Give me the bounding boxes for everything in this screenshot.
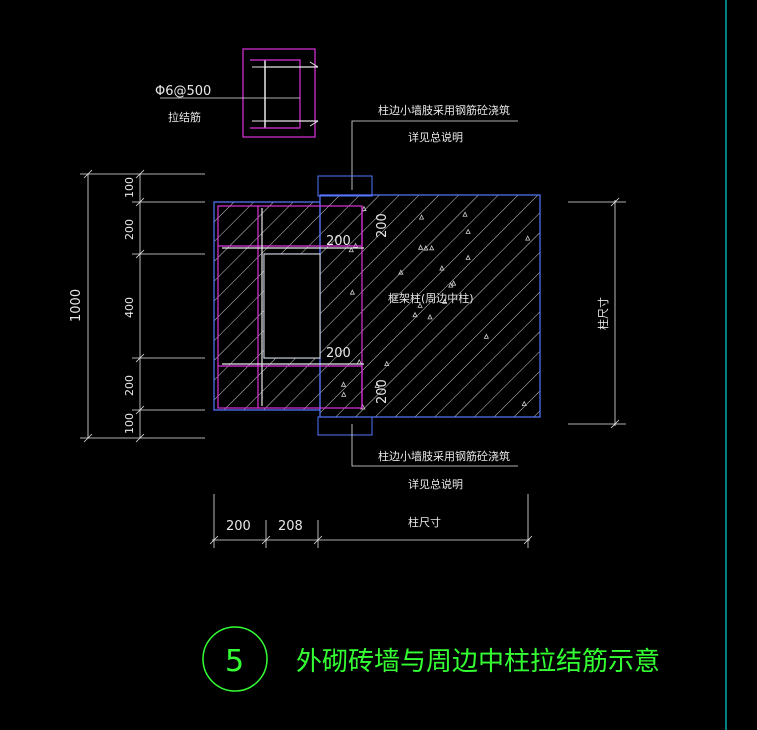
aggregate-mark [462, 211, 468, 217]
left-dim-seg-2: 200 [123, 219, 136, 240]
tie-bar-detail [160, 48, 319, 138]
note-top-leader [351, 120, 518, 190]
frame-column [319, 194, 541, 418]
aggregate-mark [348, 246, 354, 253]
right-dimension-lines [568, 197, 626, 429]
aggregate-mark [442, 298, 448, 304]
aggregate-mark [341, 391, 347, 397]
left-dimension-lines [80, 169, 205, 443]
inner-dim-200-b: 200 [326, 346, 351, 361]
note-bottom-line1: 柱边小墙肢采用钢筋砼浇筑 [378, 449, 510, 463]
column-collar-bottom [317, 416, 373, 436]
aggregate-mark [417, 244, 424, 250]
title-number: 5 [225, 644, 244, 679]
aggregate-mark [412, 311, 418, 318]
wall-rebar [217, 205, 363, 409]
title-number-circle [202, 626, 268, 692]
column-collar-top [317, 175, 373, 197]
aggregate-mark [465, 254, 471, 260]
left-dim-seg-1: 100 [123, 177, 136, 198]
column-label: 框架柱(周边中柱) [388, 291, 474, 305]
inner-dim-200-d: 200 [375, 379, 390, 404]
tie-name-label: 拉结筋 [168, 110, 201, 124]
aggregate-mark [439, 265, 445, 271]
aggregate-mark [465, 228, 471, 234]
aggregate-mark [423, 245, 429, 251]
aggregate-mark [340, 381, 347, 387]
inner-dim-200-a: 200 [326, 234, 351, 249]
aggregate-mark [427, 313, 433, 320]
bottom-dim-column-size: 柱尺寸 [408, 515, 441, 529]
aggregate-mark [349, 289, 356, 295]
note-bottom-line2: 详见总说明 [408, 477, 463, 491]
aggregate-mark [483, 333, 490, 339]
left-dim-seg-4: 200 [123, 375, 136, 396]
aggregate-mark [361, 205, 367, 212]
bottom-dim-seg-2: 208 [278, 519, 303, 534]
aggregate-mark [417, 302, 423, 308]
aggregate-mark [374, 382, 380, 388]
inner-dim-200-c: 200 [375, 213, 390, 238]
left-dim-seg-5: 100 [123, 413, 136, 434]
note-bottom-leader [351, 424, 518, 467]
left-dim-total: 1000 [69, 289, 84, 322]
wall-ties [222, 208, 364, 406]
aggregate-mark [521, 400, 527, 407]
note-top-line2: 详见总说明 [408, 130, 463, 144]
bottom-dim-seg-1: 200 [226, 519, 251, 534]
bottom-dimension-lines [209, 494, 533, 548]
diagram-title: 外砌砖墙与周边中柱拉结筋示意 [296, 647, 660, 677]
aggregate-mark [525, 235, 531, 241]
note-top-line1: 柱边小墙肢采用钢筋砼浇筑 [378, 103, 510, 117]
right-dim-column-size: 柱尺寸 [596, 297, 610, 330]
wall-pier [213, 201, 321, 411]
left-dim-seg-3: 400 [123, 297, 136, 318]
tie-spec-label: Φ6@500 [155, 84, 211, 99]
aggregate-mark [384, 360, 390, 367]
aggregate-mark [429, 244, 435, 251]
aggregate-mark [450, 280, 457, 286]
aggregate-mark [418, 214, 425, 220]
aggregate-mark [398, 269, 404, 275]
